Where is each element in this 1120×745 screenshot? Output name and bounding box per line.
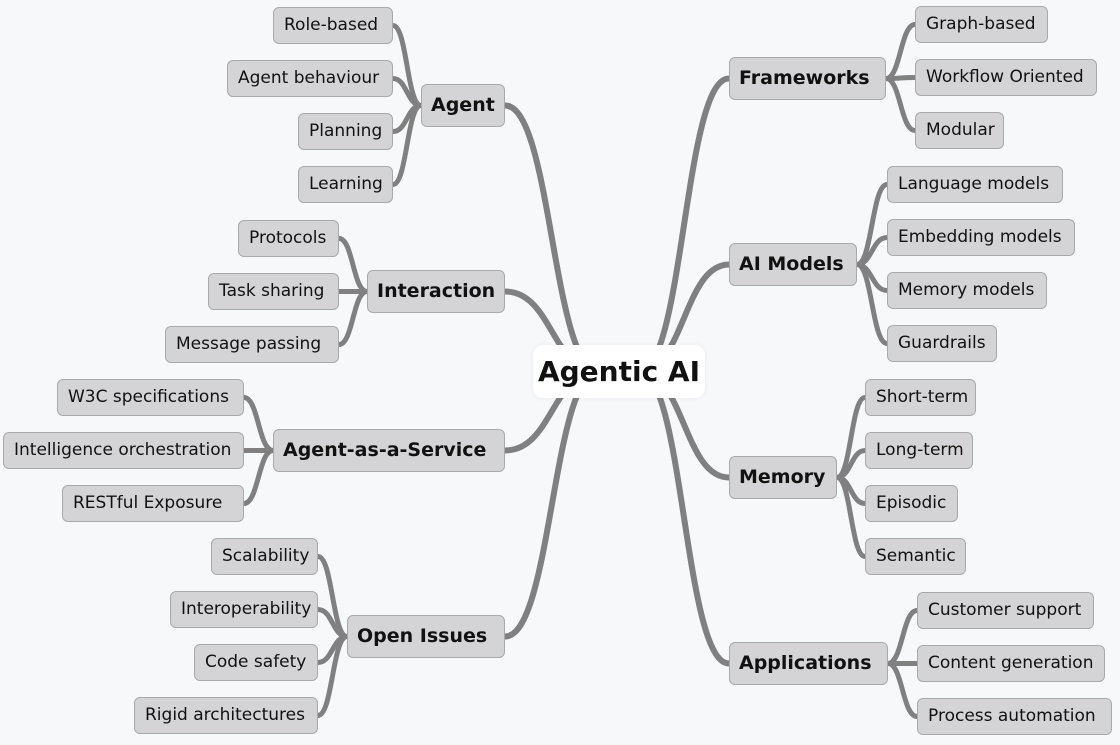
leaf-connector	[883, 76, 918, 133]
branch-applications[interactable]: Applications	[729, 642, 888, 685]
branch-memory[interactable]: Memory	[729, 456, 837, 499]
leaf-connector	[883, 22, 918, 81]
leaf-semantic[interactable]: Semantic	[865, 538, 966, 575]
leaf-customer-support[interactable]: Customer support	[917, 592, 1094, 629]
leaf-process-automation[interactable]: Process automation	[917, 698, 1112, 735]
leaf-w3c-specifications[interactable]: W3C specifications	[57, 379, 244, 416]
leaf-connector	[885, 661, 920, 719]
leaf-learning[interactable]: Learning	[298, 166, 393, 203]
leaf-message-passing[interactable]: Message passing	[165, 326, 339, 363]
leaf-protocols[interactable]: Protocols	[238, 220, 339, 257]
leaf-connector	[834, 475, 868, 559]
branch-agent-as-a-service[interactable]: Agent-as-a-Service	[273, 429, 505, 472]
leaf-connector	[336, 289, 370, 347]
leaf-connector	[885, 608, 920, 666]
leaf-modular[interactable]: Modular	[915, 112, 1004, 149]
leaf-graph-based[interactable]: Graph-based	[915, 6, 1048, 43]
leaf-language-models[interactable]: Language models	[887, 166, 1063, 203]
leaf-long-term[interactable]: Long-term	[865, 432, 973, 469]
leaf-connector	[854, 262, 890, 346]
leaf-rigid-architectures[interactable]: Rigid architectures	[134, 697, 318, 734]
leaf-role-based[interactable]: Role-based	[273, 7, 393, 44]
leaf-intelligence-orchestration[interactable]: Intelligence orchestration	[3, 432, 244, 469]
branch-connector	[636, 368, 732, 667]
leaf-embedding-models[interactable]: Embedding models	[887, 219, 1075, 256]
leaf-content-generation[interactable]: Content generation	[917, 645, 1105, 682]
leaf-memory-models[interactable]: Memory models	[887, 272, 1047, 309]
leaf-episodic[interactable]: Episodic	[865, 485, 958, 522]
leaf-connector	[241, 448, 276, 506]
root-node[interactable]: Agentic AI	[533, 345, 705, 398]
branch-agent[interactable]: Agent	[421, 84, 505, 127]
leaf-restful-exposure[interactable]: RESTful Exposure	[62, 485, 244, 522]
branch-open-issues[interactable]: Open Issues	[347, 615, 505, 658]
branch-ai-models[interactable]: AI Models	[729, 243, 857, 286]
leaf-connector	[390, 103, 424, 187]
branch-frameworks[interactable]: Frameworks	[729, 57, 886, 100]
leaf-code-safety[interactable]: Code safety	[194, 644, 318, 681]
leaf-planning[interactable]: Planning	[298, 113, 393, 150]
leaf-task-sharing[interactable]: Task sharing	[208, 273, 339, 310]
leaf-connector	[315, 634, 350, 718]
leaf-guardrails[interactable]: Guardrails	[887, 325, 997, 362]
leaf-agent-behaviour[interactable]: Agent behaviour	[227, 60, 393, 97]
leaf-connector	[241, 395, 276, 453]
leaf-scalability[interactable]: Scalability	[211, 538, 318, 575]
leaf-connector	[336, 236, 370, 294]
leaf-interoperability[interactable]: Interoperability	[170, 591, 318, 628]
branch-interaction[interactable]: Interaction	[367, 270, 505, 313]
leaf-workflow-oriented[interactable]: Workflow Oriented	[915, 59, 1097, 96]
leaf-short-term[interactable]: Short-term	[865, 379, 976, 416]
branch-connector	[636, 75, 732, 375]
